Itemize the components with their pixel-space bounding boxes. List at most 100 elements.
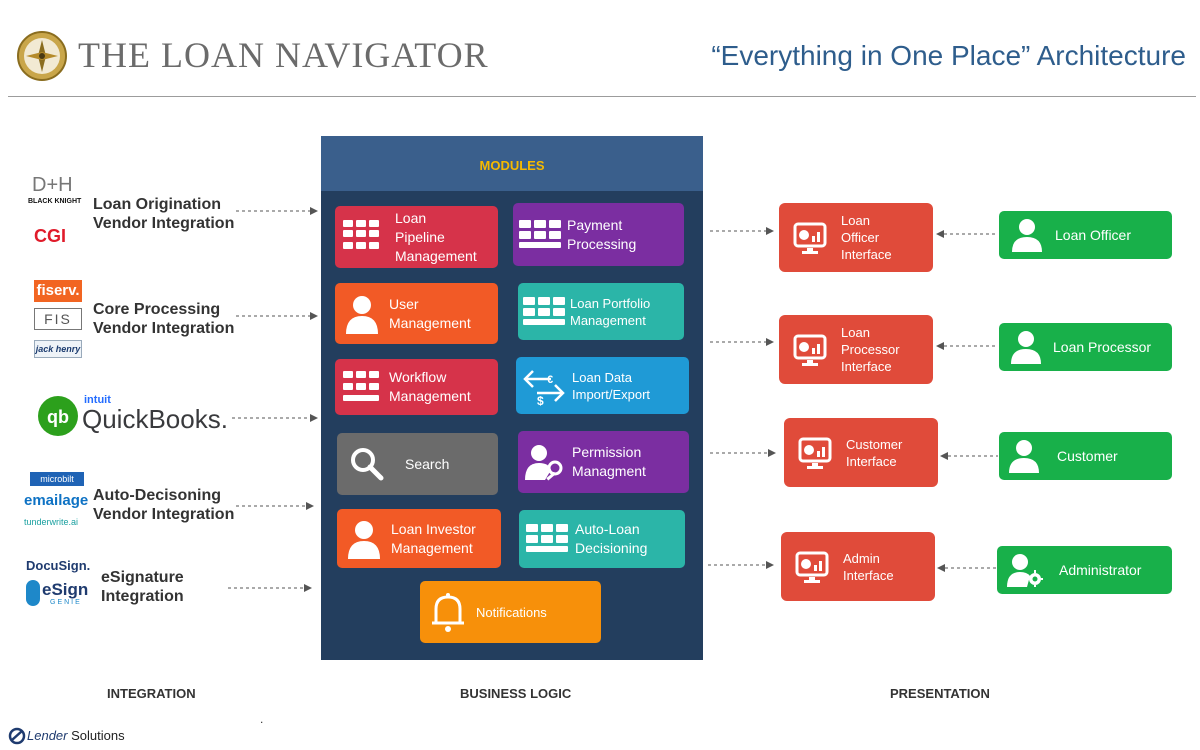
interface-customer[interactable]: Customer Interface xyxy=(784,418,938,487)
column-label-integration: INTEGRATION xyxy=(107,686,196,701)
lender-solutions-logo: Lender Solutions xyxy=(27,728,125,743)
dh-logo: D+H xyxy=(32,174,73,196)
module-label: Search xyxy=(405,455,450,472)
integration-label-core-processing: Core Processing Vendor Integration xyxy=(93,300,234,338)
footer-brand: Lender xyxy=(27,728,68,743)
role-label: Loan Processor xyxy=(1053,339,1152,355)
module-loan-data-import-export[interactable]: €$ Loan Data Import/Export xyxy=(516,357,689,414)
module-loan-portfolio-management[interactable]: Loan Portfolio Management xyxy=(518,283,684,340)
interface-label: Admin Interface xyxy=(843,550,894,583)
modules-title: MODULES xyxy=(479,158,545,173)
fis-logo: FIS xyxy=(34,308,82,330)
svg-text:$: $ xyxy=(537,394,544,407)
monitor-chart-icon xyxy=(779,333,841,367)
module-workflow-management[interactable]: Workflow Management xyxy=(335,359,498,415)
intuit-logo: intuit xyxy=(84,394,111,406)
interface-label: Loan Processor Interface xyxy=(841,325,900,374)
compass-logo xyxy=(16,30,68,82)
role-label: Customer xyxy=(1057,448,1118,464)
integration-arrow xyxy=(236,311,318,321)
role-to-interface-arrow xyxy=(936,229,998,239)
column-label-business-logic: BUSINESS LOGIC xyxy=(460,686,572,701)
module-user-management[interactable]: User Management xyxy=(335,283,498,344)
integration-label-line: Auto-Decisoning xyxy=(93,487,221,504)
integration-label-loan-origination: Loan Origination Vendor Integration xyxy=(93,195,234,233)
module-label: Loan Investor Management xyxy=(391,520,476,556)
grid-icon xyxy=(335,371,389,403)
module-to-interface-arrow xyxy=(708,560,774,570)
emailage-logo: emailage xyxy=(24,492,89,509)
interface-label: Customer Interface xyxy=(846,436,903,469)
genie-logo: GENIE xyxy=(50,599,82,606)
svg-text:qb: qb xyxy=(47,407,69,427)
role-to-interface-arrow xyxy=(937,563,997,573)
permission-icon xyxy=(518,442,572,482)
user-icon xyxy=(999,439,1049,473)
role-to-interface-arrow xyxy=(936,341,998,351)
module-loan-investor-management[interactable]: Loan Investor Management xyxy=(337,509,501,568)
user-icon xyxy=(999,330,1053,364)
role-label: Administrator xyxy=(1059,562,1142,578)
interface-admin[interactable]: Admin Interface xyxy=(781,532,935,601)
module-permission-management[interactable]: Permission Managment xyxy=(518,431,689,493)
fiserv-logo: fiserv. xyxy=(34,280,82,302)
brand-title: THE LOAN NAVIGATOR xyxy=(78,35,489,75)
role-to-interface-arrow xyxy=(940,451,998,461)
integration-label-line: Vendor Integration xyxy=(93,506,235,523)
monitor-chart-icon xyxy=(779,221,841,255)
quickbooks-logo: QuickBooks. xyxy=(82,404,228,434)
integration-label-line: Loan Origination xyxy=(93,196,221,213)
role-label: Loan Officer xyxy=(1055,227,1132,243)
integration-arrow xyxy=(228,583,312,593)
module-label: Loan Portfolio Management xyxy=(570,295,651,328)
currency-exchange-icon: €$ xyxy=(516,365,572,407)
module-payment-processing[interactable]: Payment Processing xyxy=(513,203,684,266)
role-customer[interactable]: Customer xyxy=(999,432,1172,480)
module-notifications[interactable]: Notifications xyxy=(420,581,601,643)
role-loan-processor[interactable]: Loan Processor xyxy=(999,323,1172,371)
module-label: Loan Pipeline Management xyxy=(395,209,477,264)
underwrite-ai-logo: tunderwrite.ai xyxy=(24,517,79,527)
integration-label-line: Core Processing xyxy=(93,301,221,318)
integration-label-line: eSignature xyxy=(101,569,184,586)
module-loan-pipeline-management[interactable]: Loan Pipeline Management xyxy=(335,206,498,268)
user-icon xyxy=(335,294,389,334)
module-label: Auto-Loan Decisioning xyxy=(575,521,648,556)
interface-label: Loan Officer Interface xyxy=(841,213,892,262)
integration-label-line: Integration xyxy=(101,588,184,605)
user-icon xyxy=(999,218,1055,252)
user-icon xyxy=(337,519,391,559)
monitor-chart-icon xyxy=(784,436,846,470)
module-search[interactable]: Search xyxy=(337,433,498,495)
monitor-chart-icon xyxy=(781,550,843,584)
interface-loan-processor[interactable]: Loan Processor Interface xyxy=(779,315,933,384)
docusign-logo: DocuSign. xyxy=(26,558,91,573)
module-to-interface-arrow xyxy=(710,448,776,458)
role-administrator[interactable]: Administrator xyxy=(997,546,1172,594)
integration-label-auto-decisioning: Auto-Decisoning Vendor Integration xyxy=(93,486,234,524)
column-label-presentation: PRESENTATION xyxy=(890,686,990,701)
integration-label-esignature: eSignature Integration xyxy=(101,568,184,606)
cgi-logo: CGI xyxy=(34,226,67,246)
interface-loan-officer[interactable]: Loan Officer Interface xyxy=(779,203,933,272)
black-knight-logo: BLACK KNIGHT xyxy=(28,198,82,205)
integration-arrow xyxy=(236,501,314,511)
module-to-interface-arrow xyxy=(710,337,774,347)
module-label: Loan Data Import/Export xyxy=(572,369,651,402)
admin-gear-icon xyxy=(997,553,1053,587)
module-to-interface-arrow xyxy=(710,226,774,236)
search-icon xyxy=(337,446,397,482)
quickbooks-icon: qb xyxy=(38,396,78,436)
module-label: User Management xyxy=(389,295,471,331)
integration-arrow xyxy=(232,413,318,423)
module-label: Notifications xyxy=(476,604,547,620)
esign-logo: eSign xyxy=(42,580,89,599)
role-loan-officer[interactable]: Loan Officer xyxy=(999,211,1172,259)
module-auto-loan-decisioning[interactable]: Auto-Loan Decisioning xyxy=(519,510,685,568)
jack-henry-logo: jack henry xyxy=(34,340,82,358)
integration-arrow xyxy=(236,206,318,216)
esign-genie-icon xyxy=(26,580,40,606)
module-label: Permission Managment xyxy=(572,444,646,479)
svg-text:€: € xyxy=(547,374,553,386)
footer-brand-suffix: Solutions xyxy=(71,728,125,743)
